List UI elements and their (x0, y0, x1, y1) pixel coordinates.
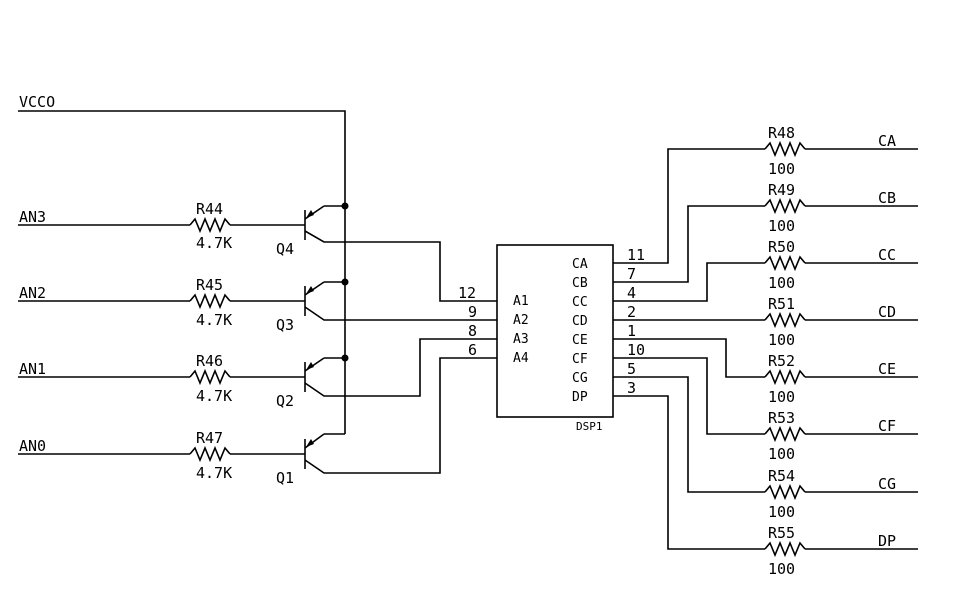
display-body (496, 244, 614, 418)
resistor-ref-r45: R45 (196, 276, 223, 294)
net-label-cd: CD (878, 303, 896, 321)
net-label-cb: CB (878, 189, 896, 207)
seg-pin-label-dp: DP (572, 390, 588, 405)
resistor-value-r55: 100 (768, 560, 795, 578)
input-label-an0: AN0 (19, 437, 46, 455)
resistor-ref-r44: R44 (196, 200, 223, 218)
resistor-ref-r47: R47 (196, 429, 223, 447)
net-label-dp: DP (878, 532, 896, 550)
resistor-value-r49: 100 (768, 217, 795, 235)
transistor-ref-q2: Q2 (276, 392, 294, 410)
vcco-net: VCCO (18, 93, 349, 434)
segment-cg: 5 R54 100 CG (613, 360, 918, 521)
pin-number-12: 12 (458, 284, 476, 302)
net-label-ca: CA (878, 132, 896, 150)
input-label-an1: AN1 (19, 360, 46, 378)
net-label-cf: CF (878, 417, 896, 435)
segment-ce: 1 R52 100 CE (613, 322, 918, 406)
net-label-cc: CC (878, 246, 896, 264)
resistor-ref-r51: R51 (768, 295, 795, 313)
resistor-value-r48: 100 (768, 160, 795, 178)
anode-label-a3: A3 (513, 332, 529, 347)
net-label-cg: CG (878, 475, 896, 493)
seg-pin-number-7: 7 (627, 265, 636, 283)
segment-ca: 11 R48 100 CA (613, 124, 918, 264)
input-label-an3: AN3 (19, 208, 46, 226)
resistor-value-r47: 4.7K (196, 464, 232, 482)
resistor-value-r51: 100 (768, 331, 795, 349)
stage-an3: AN3 R44 4.7K Q4 12 (18, 200, 497, 302)
resistor-value-r46: 4.7K (196, 387, 232, 405)
stage-an1: AN1 R46 4.7K Q2 8 (18, 322, 497, 410)
stage-an0: AN0 R47 4.7K Q1 6 (18, 341, 497, 487)
resistor-ref-r46: R46 (196, 352, 223, 370)
resistor-value-r52: 100 (768, 388, 795, 406)
transistor-ref-q4: Q4 (276, 240, 294, 258)
seg-pin-number-3: 3 (627, 379, 636, 397)
resistor-ref-r55: R55 (768, 524, 795, 542)
resistor-value-r53: 100 (768, 445, 795, 463)
resistor-ref-r54: R54 (768, 467, 795, 485)
segment-cb: 7 R49 100 CB (613, 181, 918, 283)
resistor-value-r44: 4.7K (196, 234, 232, 252)
display-dsp1: A1 A2 A3 A4 DSP1 CA CB CC CD CE CF CG DP (496, 244, 614, 433)
resistor-value-r45: 4.7K (196, 311, 232, 329)
segment-cc: 4 R50 100 CC (613, 238, 918, 302)
seg-pin-number-4: 4 (627, 284, 636, 302)
seg-pin-number-11: 11 (627, 246, 645, 264)
resistor-ref-r53: R53 (768, 409, 795, 427)
resistor-ref-r52: R52 (768, 352, 795, 370)
resistor-value-r54: 100 (768, 503, 795, 521)
seg-pin-number-1: 1 (627, 322, 636, 340)
net-label-ce: CE (878, 360, 896, 378)
input-label-an2: AN2 (19, 284, 46, 302)
resistor-ref-r48: R48 (768, 124, 795, 142)
anode-label-a1: A1 (513, 294, 529, 309)
seg-pin-label-cb: CB (572, 276, 588, 291)
segment-cd: 2 R51 100 CD (613, 295, 918, 349)
seg-pin-number-5: 5 (627, 360, 636, 378)
pin-number-6: 6 (468, 341, 477, 359)
pin-number-9: 9 (468, 303, 477, 321)
resistor-ref-r50: R50 (768, 238, 795, 256)
transistor-ref-q1: Q1 (276, 469, 294, 487)
resistor-ref-r49: R49 (768, 181, 795, 199)
resistor-value-r50: 100 (768, 274, 795, 292)
seg-pin-label-cc: CC (572, 295, 588, 310)
display-ref: DSP1 (576, 420, 603, 433)
seg-pin-number-2: 2 (627, 303, 636, 321)
seg-pin-label-cd: CD (572, 314, 588, 329)
anode-label-a2: A2 (513, 313, 529, 328)
seg-pin-label-cf: CF (572, 352, 588, 367)
seg-pin-label-ce: CE (572, 333, 588, 348)
segment-cf: 10 R53 100 CF (613, 341, 918, 463)
seg-pin-number-10: 10 (627, 341, 645, 359)
seg-pin-label-cg: CG (572, 371, 588, 386)
segment-dp: 3 R55 100 DP (613, 379, 918, 578)
transistor-ref-q3: Q3 (276, 316, 294, 334)
anode-label-a4: A4 (513, 351, 529, 366)
stage-an2: AN2 R45 4.7K Q3 9 (18, 276, 497, 334)
vcco-label: VCCO (19, 93, 55, 111)
seg-pin-label-ca: CA (572, 257, 588, 272)
pin-number-8: 8 (468, 322, 477, 340)
